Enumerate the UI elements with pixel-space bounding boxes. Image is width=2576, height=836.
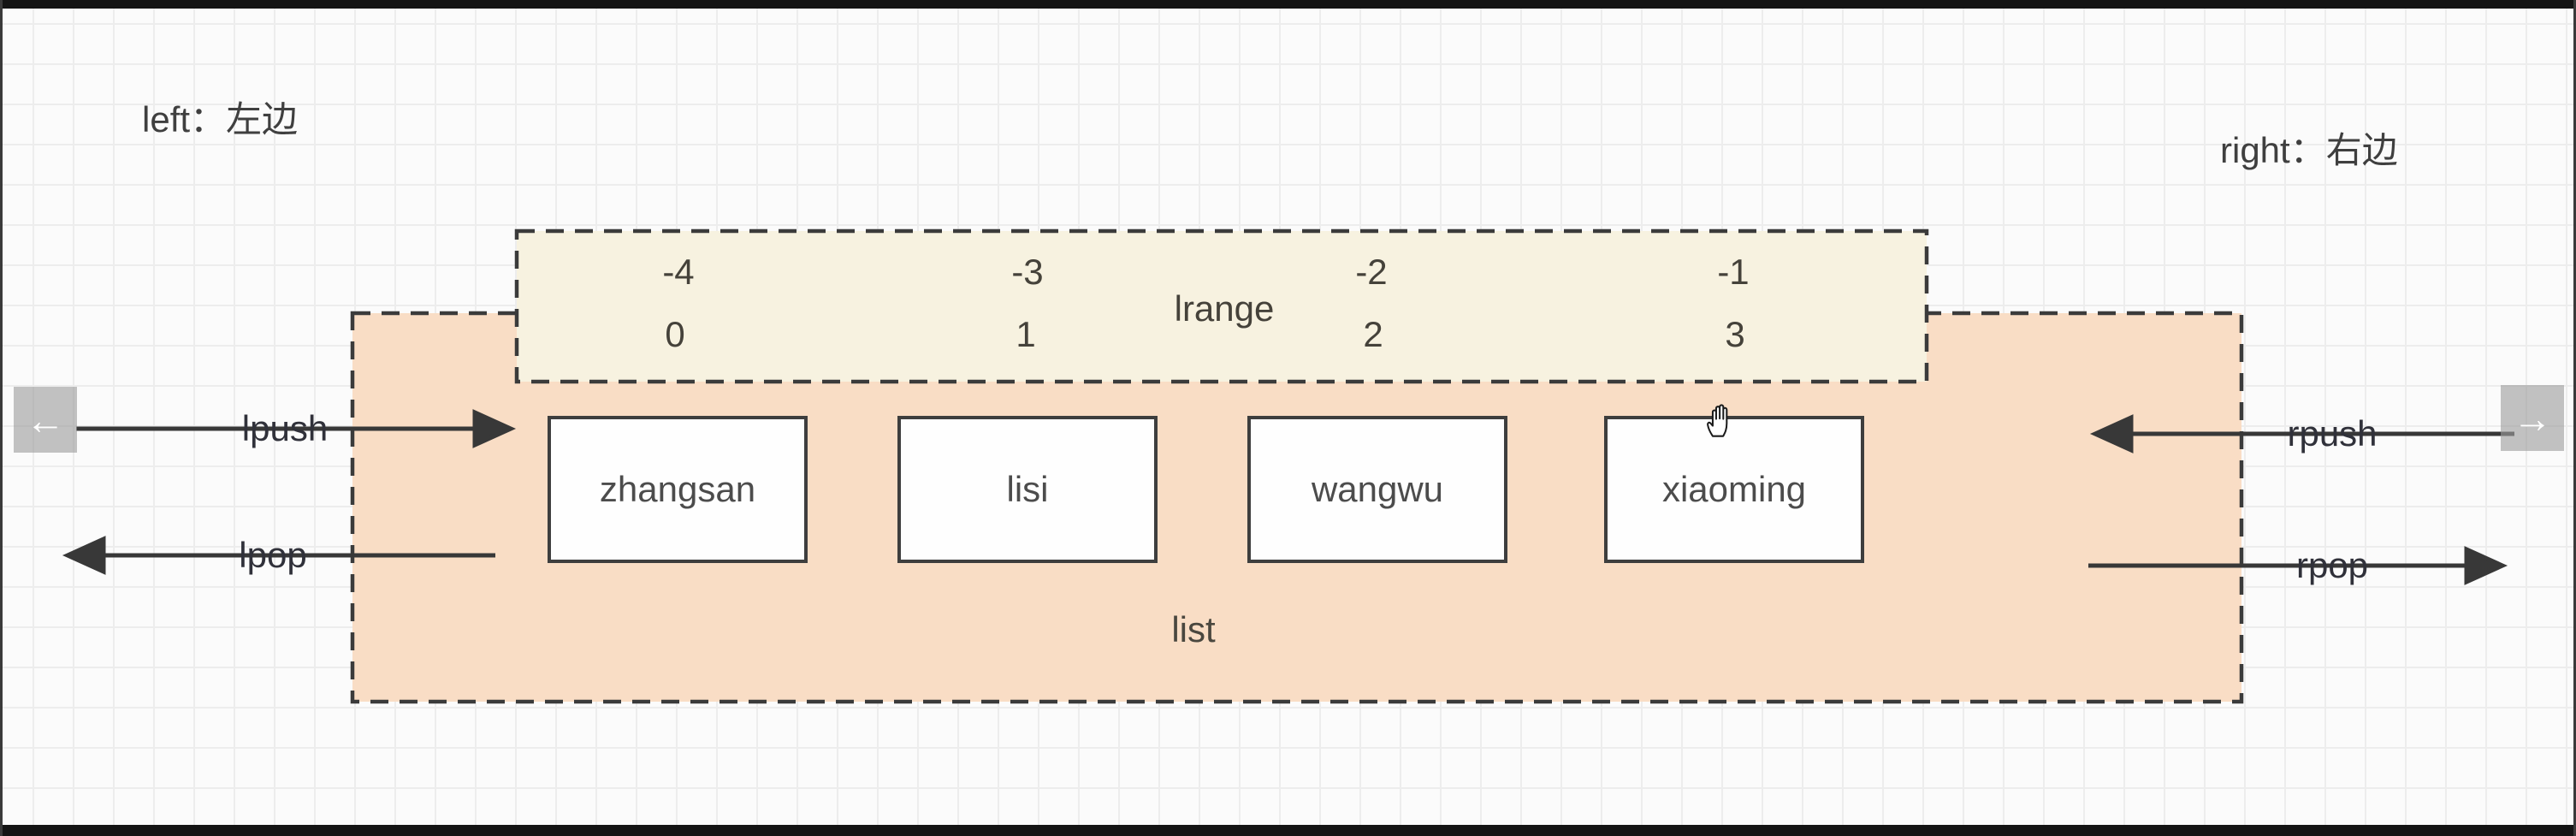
rpop-arrowhead bbox=[2464, 546, 2508, 585]
bottom-black-bar bbox=[3, 825, 2573, 836]
neg-index-1: -3 bbox=[1011, 252, 1044, 292]
pos-index-0: 0 bbox=[665, 314, 685, 354]
list-item-value: xiaoming bbox=[1661, 469, 1807, 509]
lpush-label: lpush bbox=[241, 408, 329, 448]
nav-forward-button[interactable]: → bbox=[2501, 385, 2564, 451]
pos-index-2: 2 bbox=[1363, 314, 1383, 354]
list-item-value: wangwu bbox=[1311, 469, 1444, 509]
arrow-left-icon: ← bbox=[26, 397, 65, 442]
neg-index-3: -1 bbox=[1717, 252, 1750, 292]
lpop-arrowhead bbox=[62, 536, 106, 575]
lrange-container-shape[interactable] bbox=[514, 228, 1929, 384]
list-item-xiaoming[interactable]: xiaoming bbox=[1604, 416, 1864, 563]
list-item-lisi[interactable]: lisi bbox=[897, 416, 1158, 563]
left-direction-note: left：左边 bbox=[142, 99, 299, 139]
hand-cursor-icon bbox=[1707, 404, 1728, 437]
rpop-label: rpop bbox=[2295, 545, 2369, 585]
lrange-label: lrange bbox=[1174, 288, 1275, 329]
list-item-wangwu[interactable]: wangwu bbox=[1247, 416, 1507, 563]
list-item-value: lisi bbox=[1006, 469, 1049, 509]
top-black-bar bbox=[3, 0, 2573, 9]
rpush-label: rpush bbox=[2287, 413, 2378, 454]
list-label: list bbox=[1171, 609, 1216, 649]
neg-index-2: -2 bbox=[1355, 252, 1388, 292]
neg-index-0: -4 bbox=[662, 252, 695, 292]
list-item-value: zhangsan bbox=[599, 469, 756, 509]
arrow-right-icon: → bbox=[2513, 395, 2552, 441]
right-direction-note: right：右边 bbox=[2220, 130, 2398, 170]
lpop-label: lpop bbox=[239, 535, 307, 575]
nav-back-button[interactable]: ← bbox=[14, 387, 77, 453]
list-item-zhangsan[interactable]: zhangsan bbox=[548, 416, 808, 563]
pos-index-1: 1 bbox=[1016, 314, 1036, 354]
pos-index-3: 3 bbox=[1725, 314, 1745, 354]
